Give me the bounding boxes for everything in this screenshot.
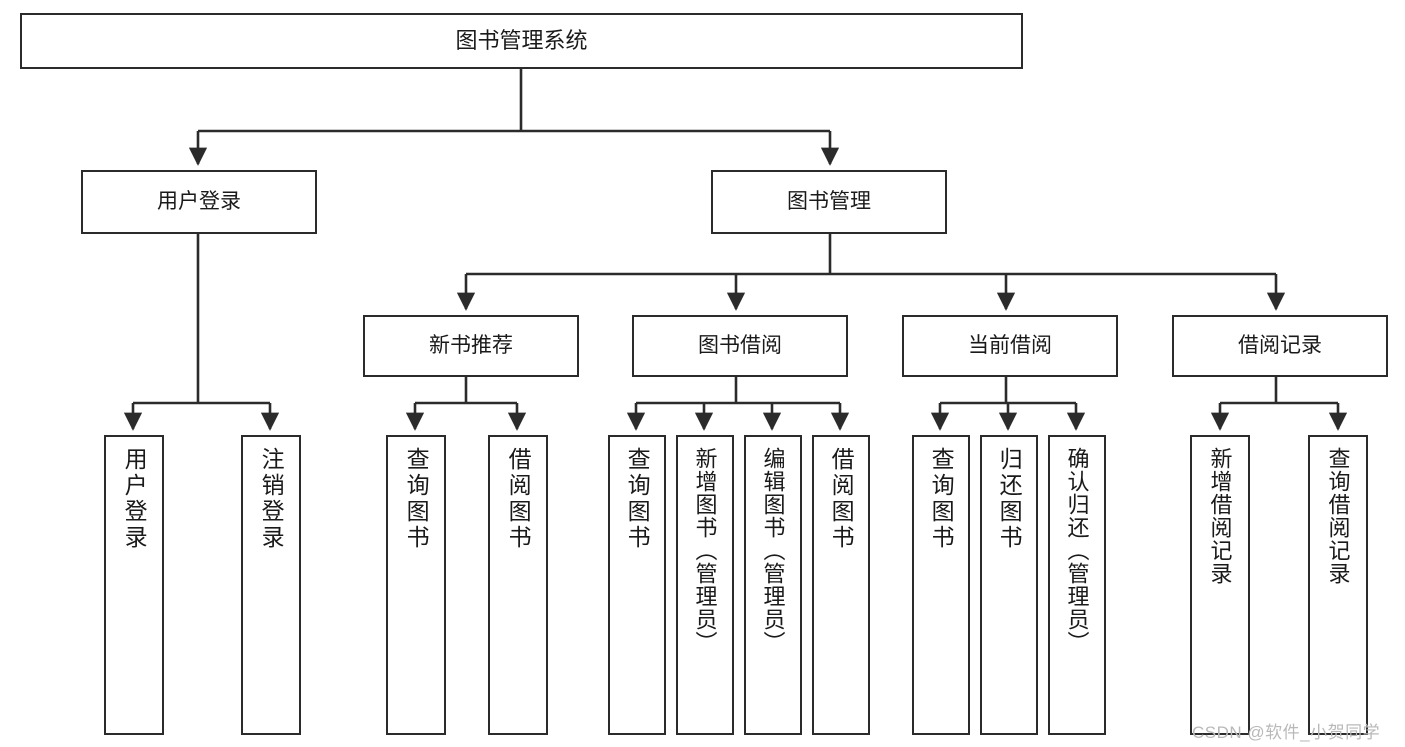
node-root-label: 图书管理系统 (455, 28, 588, 54)
csdn-watermark: CSDN @软件_小贺同学 (1192, 723, 1381, 742)
node-leaf-confirm-return[interactable]: 确认归还（管理员） (1048, 435, 1106, 735)
node-leaf-query-book-3[interactable]: 查询图书 (912, 435, 970, 735)
node-leaf-add-book-label: 新增图书（管理员） (692, 447, 718, 654)
node-leaf-edit-book-label: 编辑图书（管理员） (760, 447, 786, 654)
node-leaf-logout-login-label: 注销登录 (258, 447, 285, 551)
node-book-manage[interactable]: 图书管理 (711, 170, 947, 234)
node-borrow-record[interactable]: 借阅记录 (1172, 315, 1388, 377)
node-leaf-query-record[interactable]: 查询借阅记录 (1308, 435, 1368, 735)
node-leaf-query-record-label: 查询借阅记录 (1325, 447, 1351, 585)
node-leaf-query-book-1-label: 查询图书 (403, 447, 430, 551)
node-book-manage-label: 图书管理 (787, 189, 871, 213)
node-root[interactable]: 图书管理系统 (20, 13, 1023, 69)
node-leaf-borrow-book-2-label: 借阅图书 (828, 447, 855, 551)
node-leaf-add-book[interactable]: 新增图书（管理员） (676, 435, 734, 735)
node-leaf-borrow-book-1[interactable]: 借阅图书 (488, 435, 548, 735)
node-user-login-label: 用户登录 (157, 189, 241, 213)
node-leaf-user-login-label: 用户登录 (121, 447, 148, 551)
node-leaf-borrow-book-1-label: 借阅图书 (505, 447, 532, 551)
node-leaf-query-book-1[interactable]: 查询图书 (386, 435, 446, 735)
node-leaf-add-record-label: 新增借阅记录 (1207, 447, 1233, 585)
node-leaf-return-book[interactable]: 归还图书 (980, 435, 1038, 735)
node-borrow-record-label: 借阅记录 (1238, 333, 1322, 357)
node-new-book-rec[interactable]: 新书推荐 (363, 315, 579, 377)
node-leaf-user-login[interactable]: 用户登录 (104, 435, 164, 735)
node-new-book-rec-label: 新书推荐 (429, 333, 513, 357)
node-leaf-add-record[interactable]: 新增借阅记录 (1190, 435, 1250, 735)
node-leaf-query-book-3-label: 查询图书 (928, 447, 955, 551)
node-leaf-query-book-2-label: 查询图书 (624, 447, 651, 551)
node-leaf-logout-login[interactable]: 注销登录 (241, 435, 301, 735)
node-leaf-confirm-return-label: 确认归还（管理员） (1064, 447, 1090, 654)
node-leaf-borrow-book-2[interactable]: 借阅图书 (812, 435, 870, 735)
node-current-borrow[interactable]: 当前借阅 (902, 315, 1118, 377)
node-leaf-return-book-label: 归还图书 (996, 447, 1023, 551)
node-leaf-edit-book[interactable]: 编辑图书（管理员） (744, 435, 802, 735)
node-book-borrow[interactable]: 图书借阅 (632, 315, 848, 377)
node-book-borrow-label: 图书借阅 (698, 333, 782, 357)
node-user-login[interactable]: 用户登录 (81, 170, 317, 234)
node-current-borrow-label: 当前借阅 (968, 333, 1052, 357)
node-leaf-query-book-2[interactable]: 查询图书 (608, 435, 666, 735)
